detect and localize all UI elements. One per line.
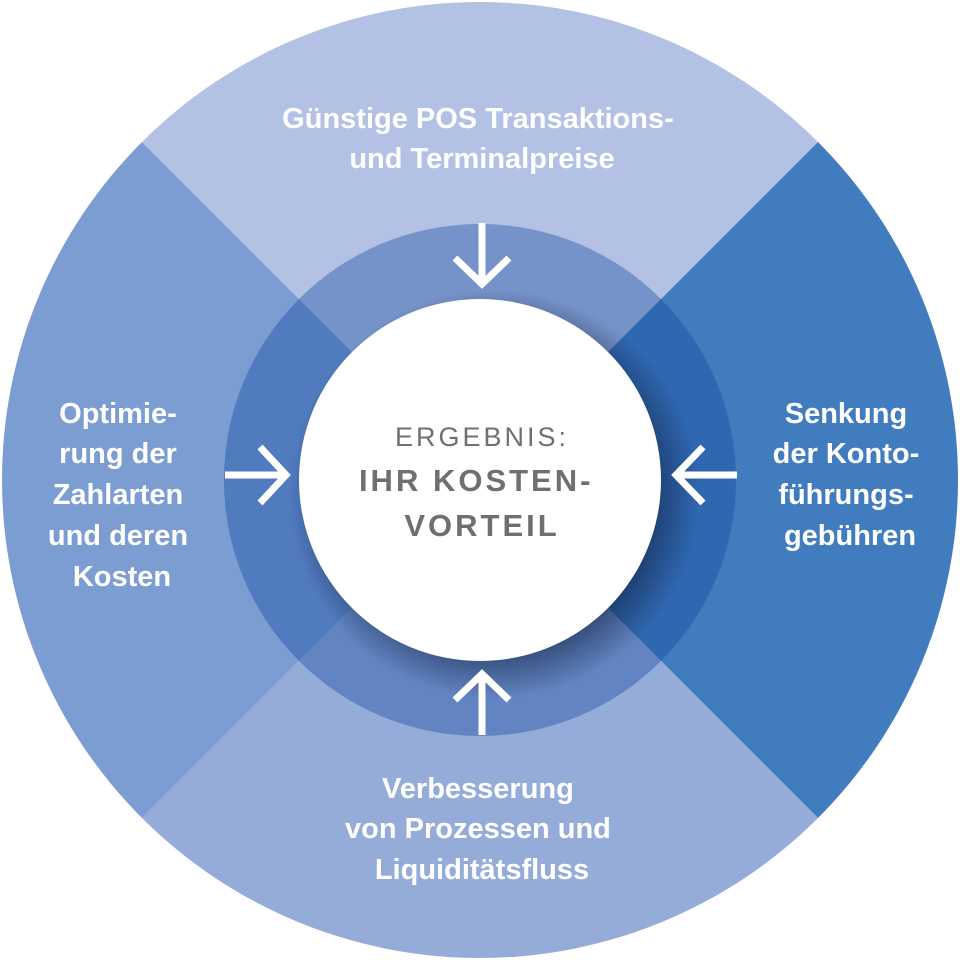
segment-bottom-label: Verbesserung von Prozessen und Liquiditä…: [345, 773, 619, 886]
center-circle: [299, 299, 661, 661]
center-title: IHR KOSTEN- VORTEIL: [359, 463, 605, 543]
arrow-down-icon: [452, 223, 512, 289]
arrow-right-icon: [225, 444, 291, 506]
center-label: ERGEBNIS:: [395, 422, 569, 452]
segment-left-label: Optimie- rung der Zahlarten und deren Ko…: [48, 398, 196, 593]
arrow-left-icon: [671, 444, 737, 506]
segment-top-label: Günstige POS Transaktions- und Terminalp…: [282, 103, 682, 175]
arrow-up-icon: [452, 669, 512, 735]
segment-right-label: Senkung der Konto- führungs- gebühren: [773, 398, 928, 552]
